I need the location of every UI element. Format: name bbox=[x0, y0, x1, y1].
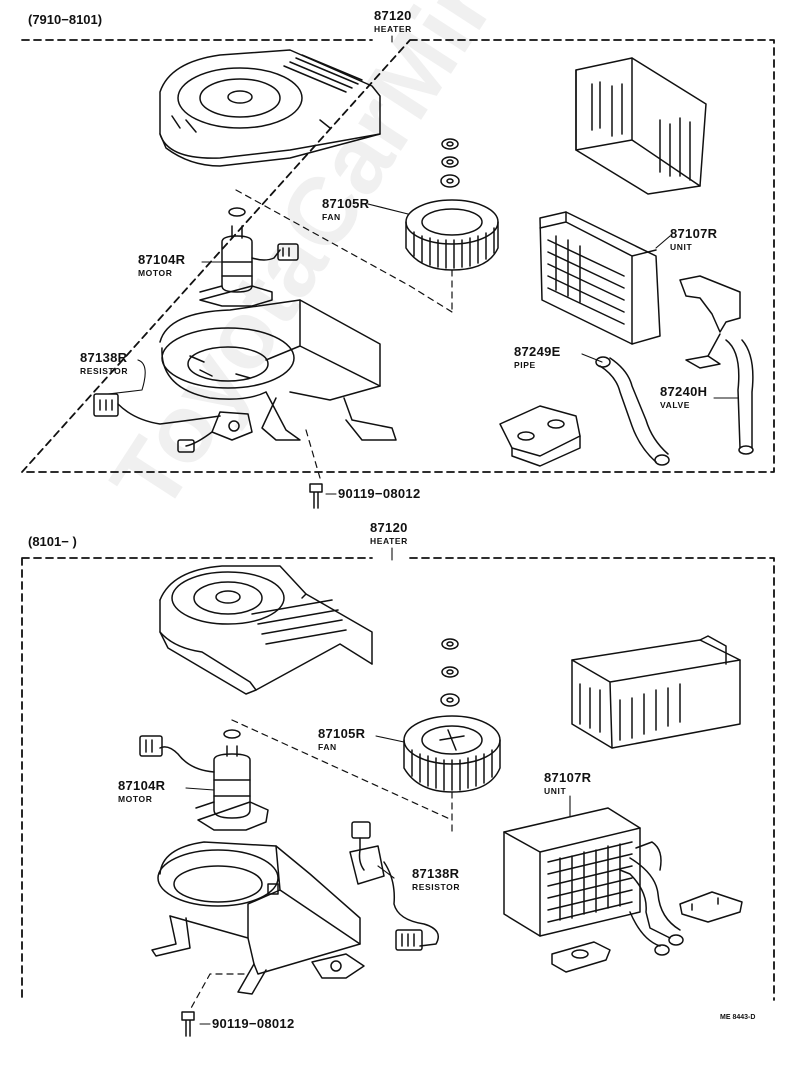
section-1-date-range: (7910−8101) bbox=[28, 12, 103, 27]
bolt bbox=[309, 483, 323, 509]
resistor-part-number: 87138R bbox=[412, 866, 460, 881]
assembly-guide-lines bbox=[235, 189, 453, 479]
resistor-description: RESISTOR bbox=[80, 366, 129, 376]
drawing-code: ME 8443-D bbox=[720, 1014, 756, 1021]
pipe-clamp bbox=[499, 405, 581, 467]
fan-part-number: 87105R bbox=[318, 726, 366, 741]
unit-cover bbox=[575, 57, 707, 195]
heater-core bbox=[503, 807, 641, 937]
heater-part-number: 87120 bbox=[374, 8, 412, 23]
motor-part-number: 87104R bbox=[138, 252, 186, 267]
bolt-part-number: 90119−08012 bbox=[338, 486, 421, 501]
resistor bbox=[349, 821, 439, 951]
pipe-part-number: 87249E bbox=[514, 344, 561, 359]
valve-part-number: 87240H bbox=[660, 384, 708, 399]
fan-description: FAN bbox=[322, 212, 341, 222]
heater-core bbox=[539, 211, 661, 345]
heater-upper-case bbox=[159, 49, 381, 167]
bolt-part-number: 90119−08012 bbox=[212, 1016, 295, 1031]
blower-fan bbox=[405, 199, 499, 271]
unit-part-number: 87107R bbox=[670, 226, 718, 241]
heater-description: HEATER bbox=[374, 24, 412, 34]
pipe-description: PIPE bbox=[514, 360, 536, 370]
heater-upper-case bbox=[159, 565, 373, 695]
resistor-description: RESISTOR bbox=[412, 882, 461, 892]
heater-lower-case bbox=[151, 841, 365, 995]
fan-description: FAN bbox=[318, 742, 337, 752]
resistor bbox=[93, 393, 253, 453]
pipe-clamp bbox=[551, 891, 743, 973]
fan-nuts bbox=[440, 638, 460, 707]
motor-part-number: 87104R bbox=[118, 778, 166, 793]
blower-fan bbox=[403, 715, 501, 793]
blower-motor bbox=[139, 729, 269, 831]
valve-bracket bbox=[679, 275, 741, 369]
bolt bbox=[181, 1011, 195, 1037]
heater-part-number: 87120 bbox=[370, 520, 408, 535]
blower-motor bbox=[199, 207, 299, 307]
section-2-date-range: (8101− ) bbox=[28, 534, 77, 549]
valve-description: VALVE bbox=[660, 400, 691, 410]
unit-description: UNIT bbox=[544, 786, 567, 796]
water-valve bbox=[725, 339, 754, 455]
motor-description: MOTOR bbox=[138, 268, 173, 278]
resistor-part-number: 87138R bbox=[80, 350, 128, 365]
leader-lines bbox=[107, 35, 739, 1025]
fan-part-number: 87105R bbox=[322, 196, 370, 211]
section-2-border bbox=[21, 557, 775, 1001]
unit-description: UNIT bbox=[670, 242, 693, 252]
heater-description: HEATER bbox=[370, 536, 408, 546]
water-pipe bbox=[595, 356, 670, 466]
water-pipe bbox=[619, 841, 684, 956]
unit-part-number: 87107R bbox=[544, 770, 592, 785]
section-1-border bbox=[21, 39, 775, 473]
fan-nuts bbox=[440, 138, 460, 188]
assembly-guide-lines bbox=[189, 719, 453, 1011]
heater-lower-case bbox=[159, 299, 397, 441]
motor-description: MOTOR bbox=[118, 794, 153, 804]
unit-cover bbox=[571, 635, 741, 749]
